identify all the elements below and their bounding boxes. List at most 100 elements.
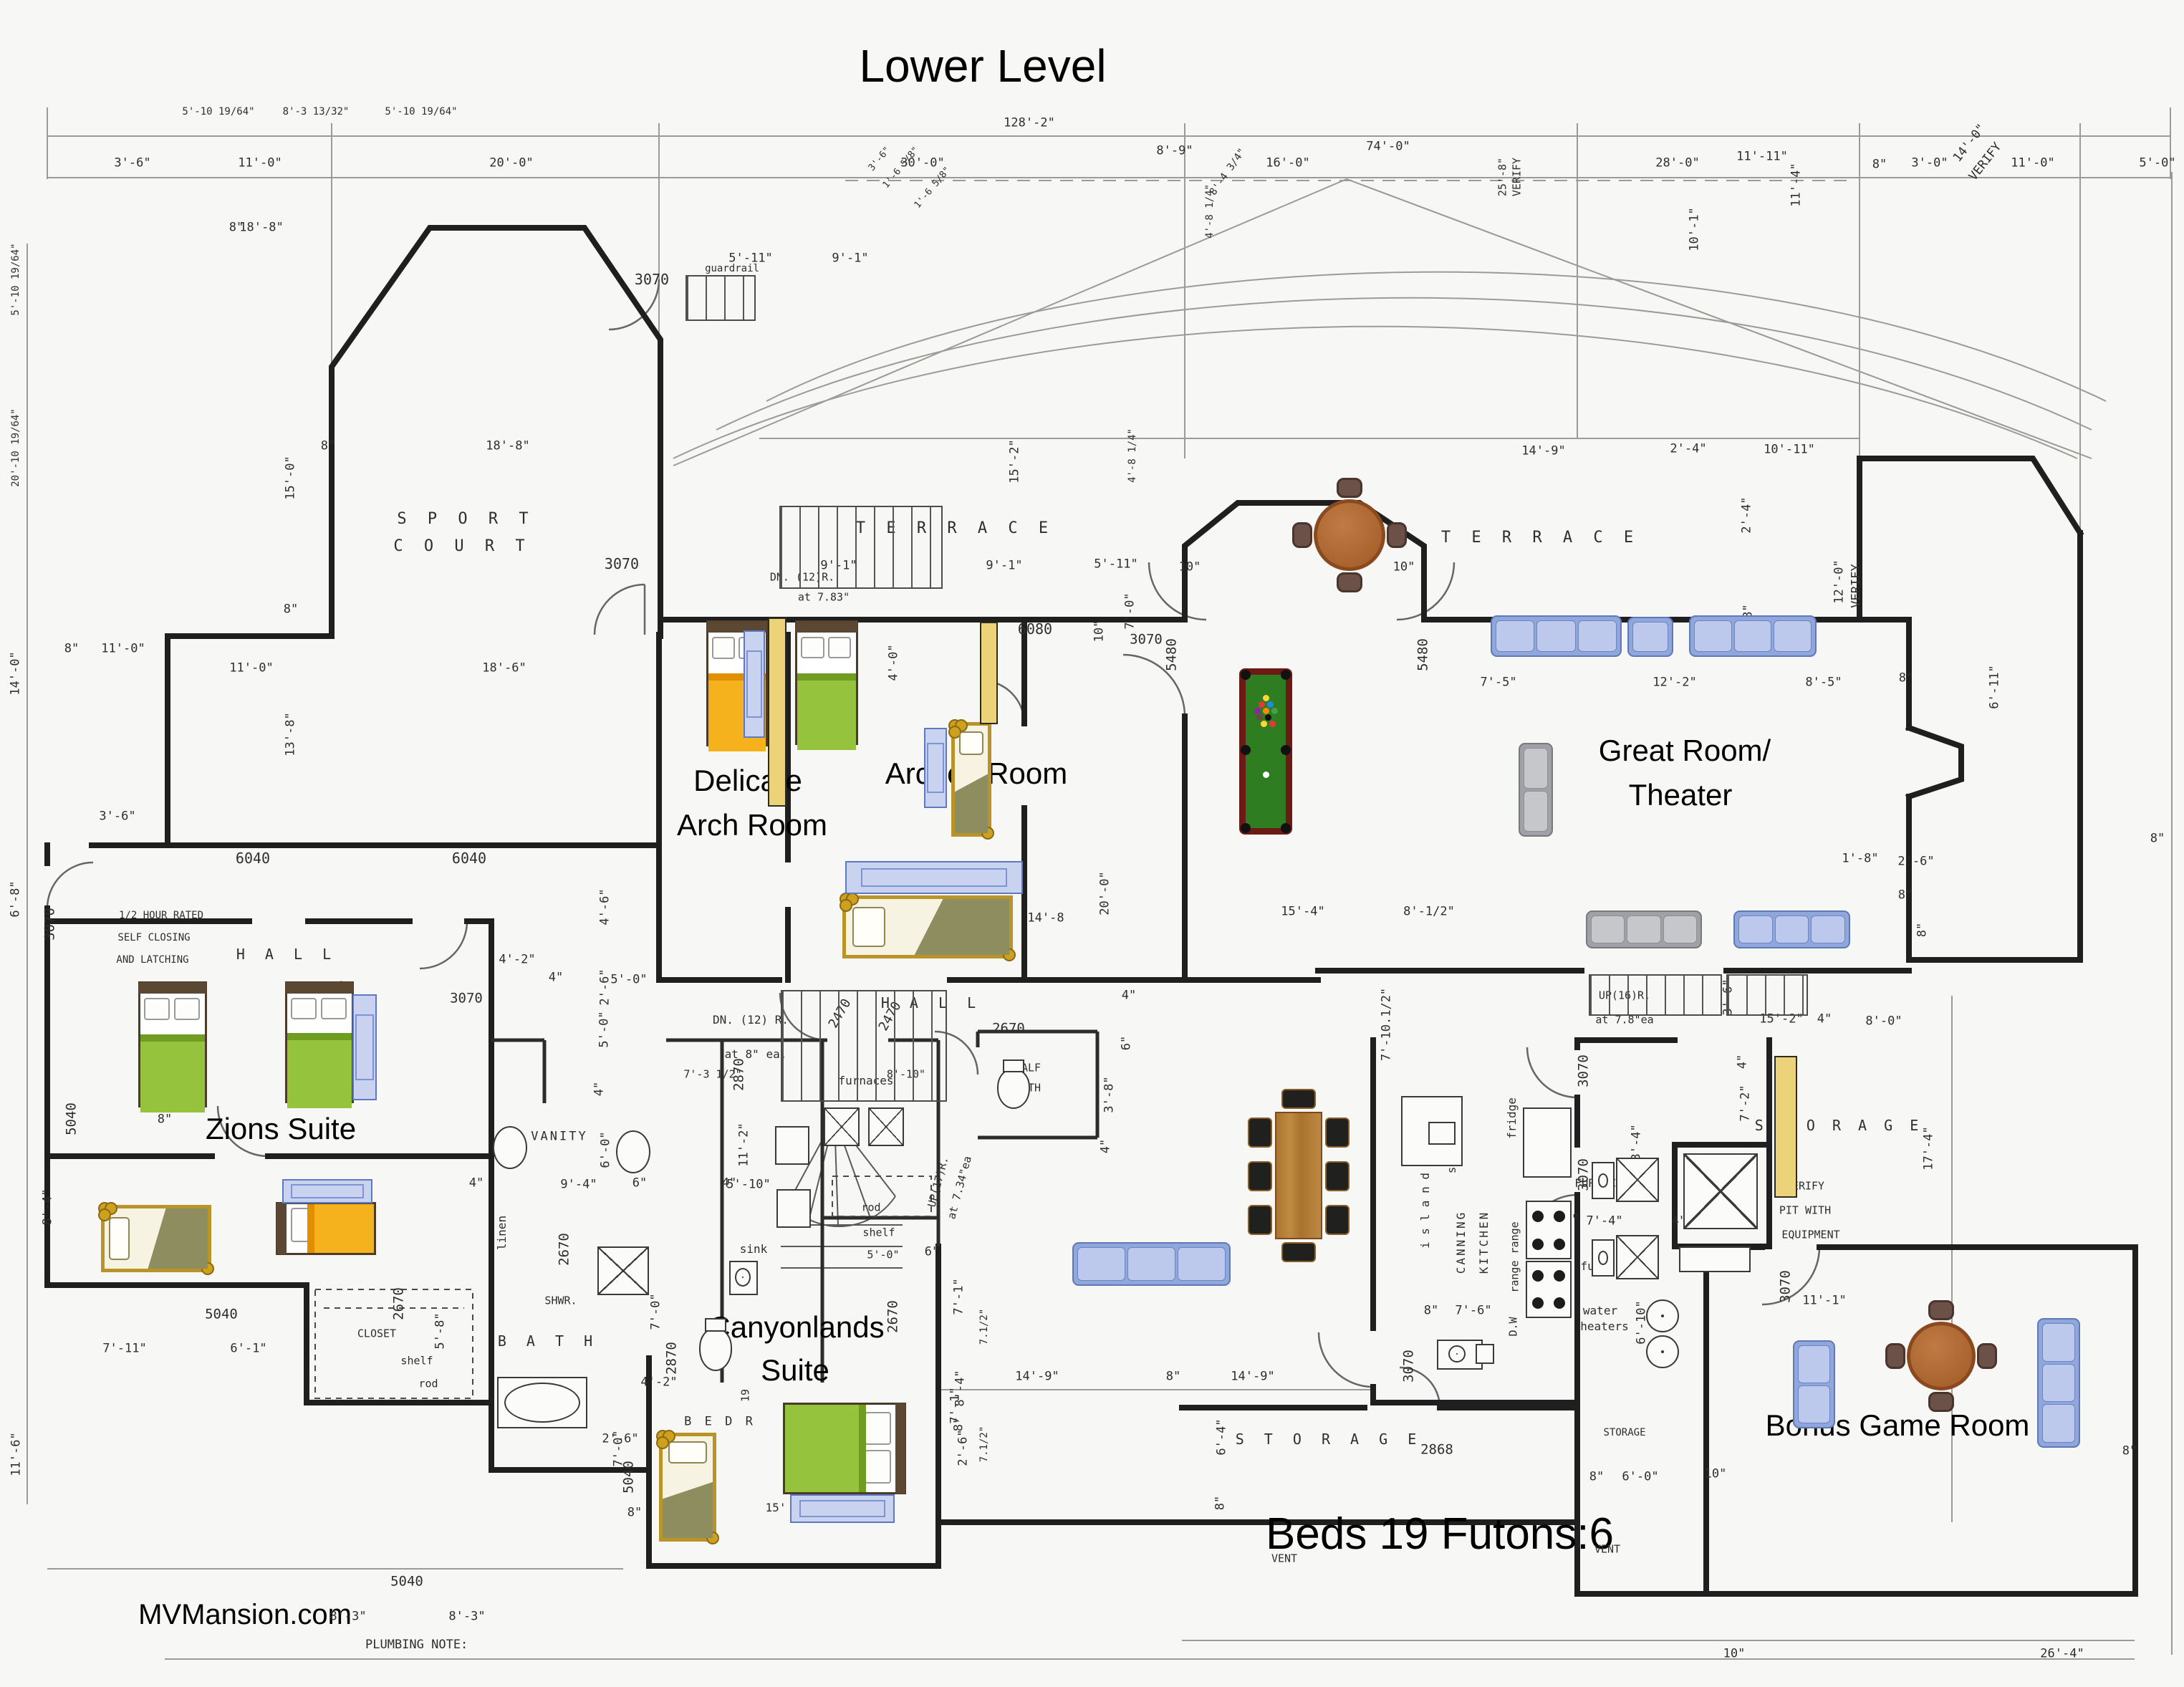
couch-seat: [1077, 1247, 1125, 1281]
bunk-bed: [980, 622, 998, 724]
plan-label: 15'-4": [1281, 904, 1325, 919]
plan-label: B E D R: [684, 1414, 756, 1429]
bed-single: [948, 719, 994, 840]
burner-dot: [1532, 1210, 1544, 1222]
plan-label: 7'-2": [1738, 1085, 1753, 1122]
couch-seat: [1524, 748, 1548, 789]
couch-seat: [1798, 1385, 1830, 1423]
plan-label: 7.1/2": [978, 1308, 990, 1345]
plan-label: 8'-3": [329, 1609, 367, 1624]
burner-dot: [1532, 1238, 1544, 1250]
plan-label: 8": [2122, 1443, 2137, 1458]
plan-label: 4": [468, 1176, 484, 1191]
round-table-chair: [1977, 1343, 1997, 1369]
plan-label: 7'-11": [102, 1341, 147, 1356]
plan-label: CLOSET: [357, 1327, 397, 1340]
plan-label: at 7.83": [797, 590, 850, 604]
room-label: Suite: [761, 1353, 829, 1387]
fixture-xbox: [597, 1246, 649, 1295]
plan-label: 4'-2": [499, 952, 536, 967]
burner-dot: [1532, 1270, 1544, 1282]
plan-label: 5040: [63, 1102, 80, 1135]
fixture-toilet: [997, 1059, 1030, 1109]
bed-pillow: [865, 1450, 891, 1484]
plan-label: VANITY: [531, 1129, 588, 1144]
bed-blanket: [287, 1032, 352, 1108]
plan-label: 5'-10 19/64": [10, 243, 21, 316]
couch-blue: [1072, 1242, 1231, 1286]
plan-label: 10'-11": [1764, 442, 1815, 457]
bed-single: [98, 1202, 214, 1275]
plan-label: 6": [1119, 1035, 1134, 1051]
couch-blue: [1733, 910, 1850, 948]
plan-label: 2'-6": [602, 1431, 639, 1446]
couch-seat: [2042, 1363, 2075, 1403]
plan-label: 5'-0": [610, 972, 648, 987]
plan-label: 5'-0": [597, 1011, 612, 1048]
bed-headboard: [796, 621, 857, 633]
plan-label: 4": [721, 1176, 737, 1191]
plan-label: 10": [1092, 620, 1107, 643]
plan-label: 6080: [1017, 620, 1053, 638]
couch-blue: [1793, 1340, 1835, 1428]
couch-seat: [1524, 791, 1548, 832]
fixture-box: [1523, 1107, 1572, 1178]
plan-label: D.W: [1506, 1317, 1520, 1337]
plan-label: 11'-4": [1789, 163, 1804, 207]
bed-post: [98, 1208, 111, 1221]
plan-label: 3070: [42, 908, 58, 941]
plan-label: 2670: [885, 1300, 901, 1333]
bed-blanket: [955, 774, 988, 833]
plan-label: 8": [228, 220, 244, 235]
pool-ball: [1263, 695, 1269, 701]
plan-label: 9'-1": [832, 251, 869, 266]
dining-table: [1275, 1112, 1322, 1239]
couch-gray: [1519, 743, 1553, 837]
plan-label: PIT WITH: [1779, 1203, 1832, 1217]
plan-label: 4": [1121, 988, 1137, 1003]
plan-label: guardrail: [705, 263, 759, 274]
bunk-bed: [768, 617, 786, 807]
plan-label: 2868: [1420, 1441, 1453, 1458]
fixture-circle: [735, 1268, 751, 1287]
round-table: [1907, 1322, 1976, 1390]
couch-seat: [1632, 622, 1668, 652]
plan-label: 8": [1898, 671, 1914, 686]
couch-seat: [1127, 1247, 1175, 1281]
dining-chair: [1248, 1118, 1272, 1148]
watermark: MVMansion.com: [138, 1599, 352, 1630]
stairs: [1726, 974, 1808, 1016]
plan-label: 10": [1392, 559, 1415, 575]
pool-pocket: [1241, 823, 1251, 833]
plan-label: 5040: [205, 1306, 238, 1322]
plan-label: 4": [1735, 1054, 1750, 1070]
plan-label: 6'-4": [1214, 1418, 1229, 1456]
futon: [845, 861, 1023, 894]
fixture-burner: [1526, 1201, 1572, 1259]
plan-label: 74'-0": [1366, 139, 1410, 154]
plan-label: 8'-0": [1865, 1014, 1902, 1029]
room-label: Theater: [1628, 778, 1733, 812]
plan-label: 12'-0": [1832, 559, 1847, 604]
round-table-chair: [1387, 522, 1407, 548]
couch-seat: [1591, 915, 1625, 943]
plan-label: STORAGE: [1603, 1427, 1646, 1438]
plan-label: 5480: [1415, 638, 1431, 671]
couch-seat: [1798, 1345, 1830, 1383]
bed-blanket: [914, 899, 1009, 955]
plan-label: VENT: [1594, 1542, 1621, 1556]
plan-label: shelf: [862, 1226, 895, 1239]
plan-label: 2870: [731, 1058, 747, 1091]
plan-label: 11'-6": [9, 1432, 24, 1476]
fixture-oval: [616, 1130, 650, 1173]
plan-label: 3'-6": [114, 155, 151, 170]
plan-label: heaters: [1580, 1320, 1629, 1333]
plan-label: 2870: [663, 1342, 680, 1375]
plan-label: 8": [627, 1505, 643, 1520]
plan-label: 18'-8": [239, 220, 284, 235]
plan-label: 19: [739, 1388, 752, 1403]
plan-label: 15': [765, 1501, 786, 1514]
bunk-bed: [1774, 1056, 1797, 1198]
plan-label: 9'-1": [986, 558, 1023, 573]
